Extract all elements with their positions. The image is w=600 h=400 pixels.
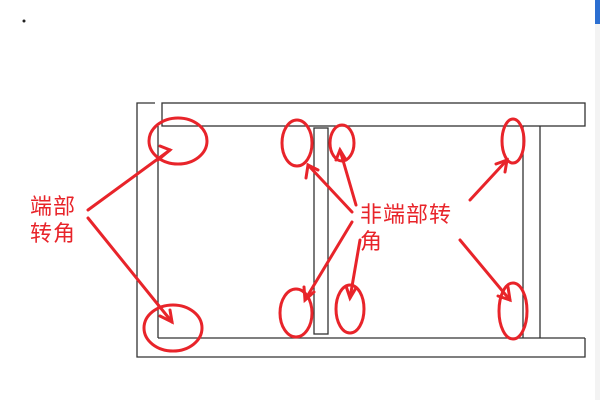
circle-mid-bottom-right (334, 283, 366, 335)
label-end-corner: 端部 转角 (30, 194, 76, 248)
outer-frame (136, 102, 586, 358)
circle-right-bottom (497, 281, 529, 341)
arrow-right-top (468, 158, 509, 202)
arrowhead-mid-bottom-right (344, 284, 358, 302)
arrow-mid-top-right (338, 148, 358, 207)
arrow-end-top (86, 148, 172, 212)
circle-end-bottom (142, 303, 204, 353)
circle-mid-bottom-left (278, 287, 314, 339)
annotation-circles (142, 116, 529, 353)
middle-column (313, 127, 329, 335)
annotation-arrows (86, 144, 512, 325)
dot-mark (22, 19, 26, 23)
top-beam (161, 102, 586, 127)
arrowhead-mid-top-left (304, 162, 320, 180)
window-edge-accent (595, 0, 600, 24)
label-non-end-corner-line2: 角 (360, 230, 384, 255)
arrow-mid-bottom-left (303, 220, 354, 302)
arrow-right-bottom (458, 238, 512, 302)
arrowhead-mid-bottom-left (302, 285, 316, 304)
label-end-corner-line1: 端部 (30, 195, 77, 220)
circle-mid-top-left (280, 118, 314, 168)
label-non-end-corner: 非端部转 角 (360, 202, 452, 256)
arrowhead-right-bottom (496, 285, 512, 303)
arrow-mid-top-left (306, 163, 354, 214)
circle-right-top (500, 117, 526, 165)
label-end-corner-line2: 转角 (30, 222, 77, 247)
circle-end-top (147, 116, 209, 166)
arrow-mid-bottom-right (348, 238, 362, 300)
arrowhead-right-top (494, 157, 509, 174)
arrowhead-end-top (156, 144, 173, 162)
label-non-end-corner-line1: 非端部转 (360, 203, 453, 228)
arrowhead-mid-top-right (334, 146, 348, 162)
arrowhead-end-bottom (158, 308, 174, 325)
arrow-end-bottom (86, 216, 174, 324)
window-edge (595, 0, 600, 400)
